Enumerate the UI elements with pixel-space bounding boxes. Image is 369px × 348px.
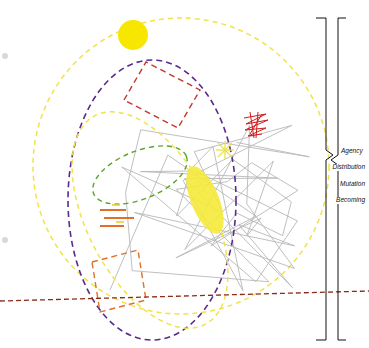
yellow-ellipse — [40, 87, 260, 348]
margin-dot — [2, 53, 8, 59]
axis-label: Becoming — [335, 197, 366, 204]
baseline — [0, 291, 369, 301]
red-square — [124, 62, 200, 128]
yellow-dashes — [112, 205, 124, 222]
axis-label: Agency — [340, 148, 364, 155]
bracket — [331, 18, 346, 340]
sun-disc — [118, 20, 148, 50]
bracket — [316, 18, 333, 340]
axis-label: Mutation — [339, 181, 366, 188]
purple-ellipse — [68, 60, 236, 340]
orange-dashes — [100, 210, 134, 226]
yellow-star — [216, 141, 234, 159]
yellow-blob — [179, 161, 232, 238]
orange-square — [92, 250, 146, 312]
outer-circle — [33, 18, 329, 314]
margin-dot — [2, 237, 8, 243]
axis-label: Distribution — [331, 164, 366, 171]
red-scribble — [244, 112, 268, 138]
green-ellipse — [85, 134, 196, 216]
